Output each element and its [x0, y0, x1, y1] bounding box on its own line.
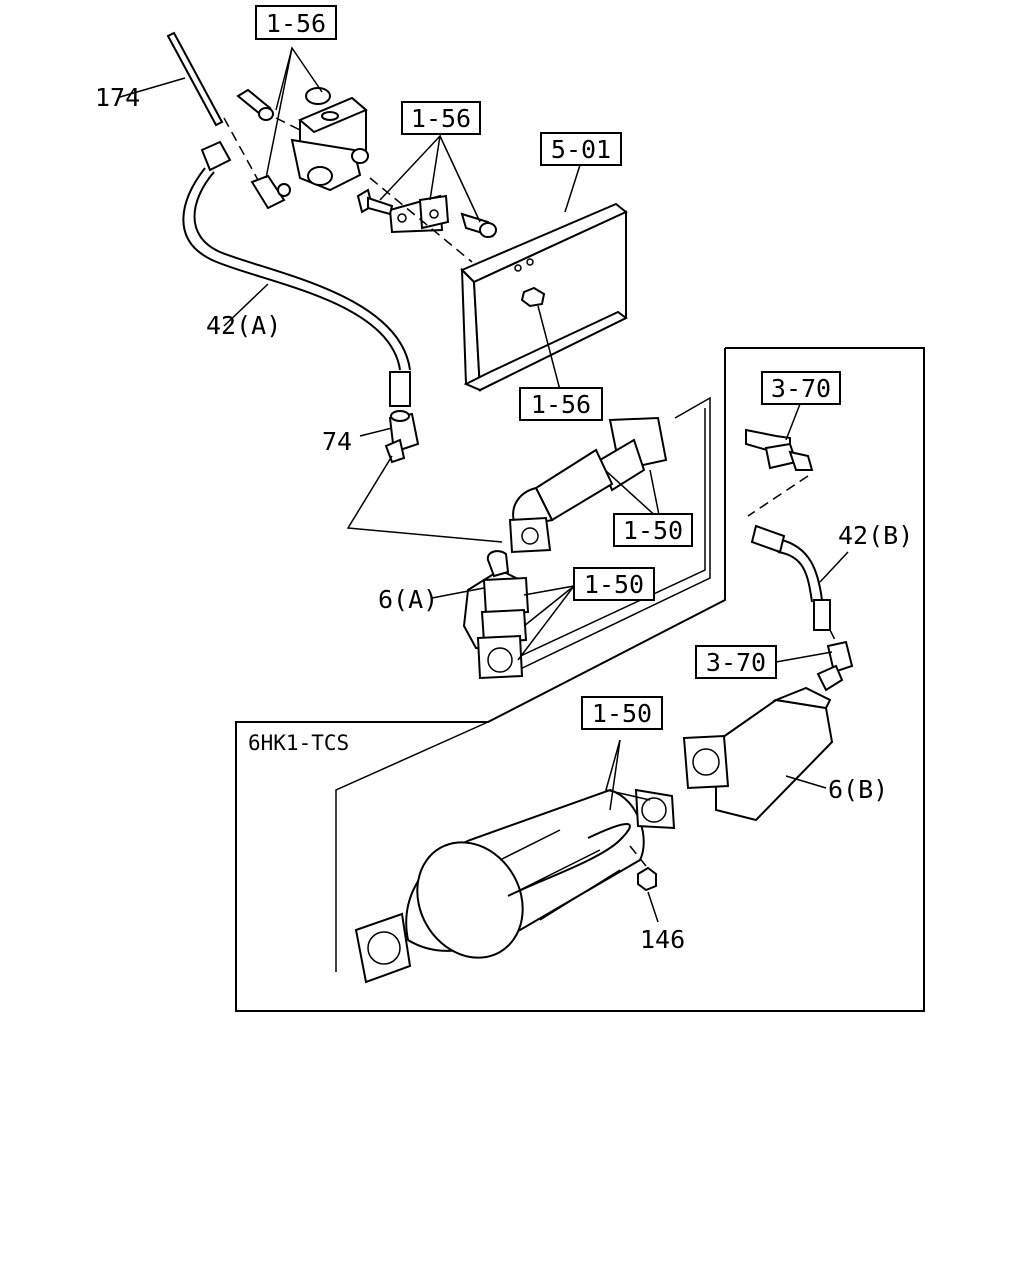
frame-nut: [520, 286, 546, 308]
bolt-left: [356, 188, 394, 216]
variant-label: 6HK1-TCS: [248, 731, 349, 755]
fitting-lower-left: [250, 174, 291, 210]
svg-text:5-01: 5-01: [551, 135, 611, 164]
mounting-bracket: [388, 194, 450, 234]
ref-box-1-56-top: 1-56: [255, 5, 337, 40]
part-number-42a: 42(A): [206, 311, 281, 340]
dpf-muffler: [354, 788, 676, 984]
ref-box-5-01: 5-01: [540, 132, 622, 166]
nut-146: [637, 866, 657, 892]
ref-box-1-50-c: 1-50: [581, 696, 663, 730]
svg-text:1-50: 1-50: [592, 699, 652, 728]
bolt-right: [460, 212, 497, 238]
part-number-6b: 6(B): [828, 775, 888, 804]
svg-text:1-50: 1-50: [623, 516, 683, 545]
manifold-6a: [462, 550, 530, 680]
part-number-42b: 42(B): [838, 521, 913, 550]
ref-box-3-70-top: 3-70: [761, 371, 841, 405]
svg-text:1-56: 1-56: [411, 104, 471, 133]
ref-box-1-50-b: 1-50: [573, 567, 655, 601]
svg-text:1-56: 1-56: [531, 390, 591, 419]
ref-box-1-56-low: 1-56: [519, 387, 603, 421]
sensor-rod: [119, 31, 224, 127]
svg-text:1-50: 1-50: [584, 570, 644, 599]
ref-box-1-50-a: 1-50: [613, 513, 693, 547]
outlet-pipe-6b: [682, 686, 834, 822]
pipe-42b: [750, 524, 831, 631]
exhaust-pipe-upper: [512, 416, 668, 543]
svg-text:3-70: 3-70: [771, 374, 831, 403]
tee-fitting-74: [384, 410, 420, 464]
ref-box-1-56-mid: 1-56: [401, 101, 481, 135]
ref-box-3-70-low: 3-70: [695, 645, 777, 679]
pipe-flange-lower: [508, 516, 552, 554]
part-number-174: 174: [95, 83, 140, 112]
part-number-146: 146: [640, 925, 685, 954]
fitting-3-70-lower: [816, 640, 854, 692]
svg-text:1-56: 1-56: [266, 9, 326, 38]
svg-text:3-70: 3-70: [706, 648, 766, 677]
fitting-3-70-upper: [745, 428, 814, 471]
variant-frame-outline: [235, 347, 925, 1012]
fitting-upper-left: [236, 88, 274, 121]
part-number-6a: 6(A): [378, 585, 438, 614]
pipe-42a: [182, 140, 411, 407]
part-number-74: 74: [322, 427, 352, 456]
solenoid-valve: [290, 87, 369, 192]
frame-rail: [460, 202, 628, 392]
